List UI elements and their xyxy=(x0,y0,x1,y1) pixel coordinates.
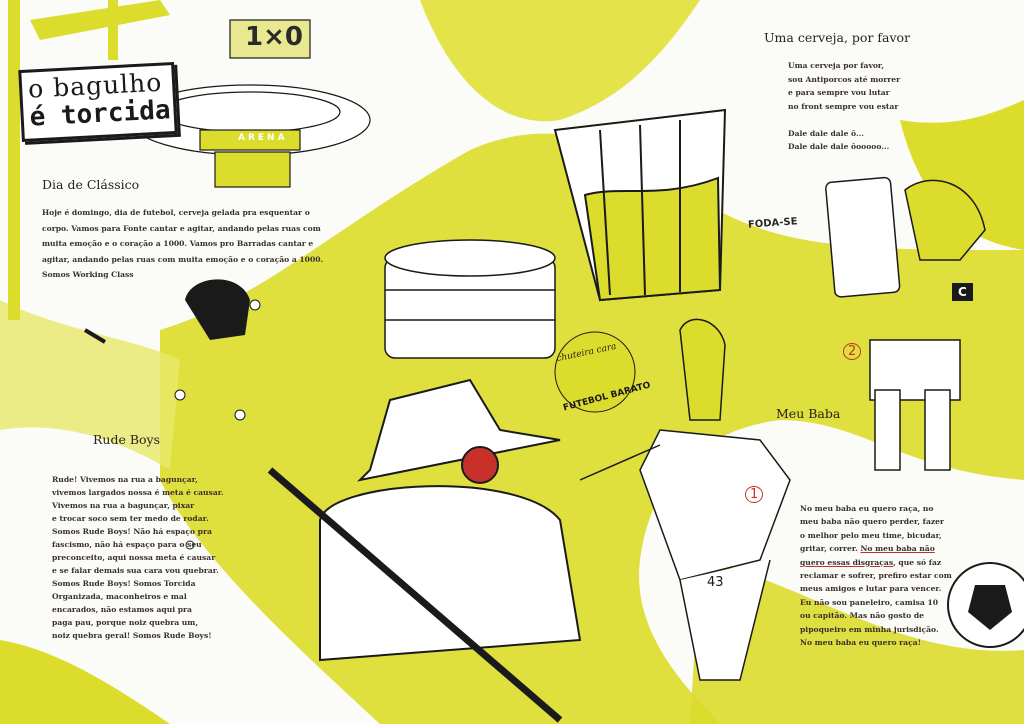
classico-line: corpo. Vamos para Fonte cantar e agitar,… xyxy=(42,223,321,233)
rude-line: encarados, não estamos aqui pra xyxy=(52,605,192,614)
baba-line: pipoqueiro em minha jurisdição. xyxy=(800,624,939,634)
baba-line: Eu não sou paneleiro, camisa 10 xyxy=(800,597,939,607)
panel-number-2: 2 xyxy=(843,343,862,360)
soccer-ball-drawing xyxy=(947,562,1024,648)
classico-line: Hoje é domingo, dia de futebol, cerveja … xyxy=(42,208,310,217)
rude-line: Organizada, maconheiros e mal xyxy=(52,592,187,601)
cerveja-chorus: Dale dale dale ô... xyxy=(788,128,864,138)
classico-body: Hoje é domingo, dia de futebol, cerveja … xyxy=(42,205,323,283)
baba-line: quero essas disgraças, que só faz xyxy=(800,556,952,569)
baba-line: reclamar e sofrer, prefiro estar com xyxy=(800,571,952,581)
yellow-blob-left xyxy=(0,300,180,470)
baba-line-text: , que só faz xyxy=(893,557,942,567)
beer-glass-drawing xyxy=(553,108,727,302)
rude-title: Rude Boys xyxy=(93,432,161,447)
scoreboard: 1×0 xyxy=(245,22,303,52)
baba-line: No meu baba eu quero raça! xyxy=(800,638,921,648)
baba-line-text: gritar, correr. xyxy=(800,544,861,554)
cerveja-line: e para sempre vou lutar xyxy=(788,88,890,97)
cerveja-title: Uma cerveja, por favor xyxy=(764,30,911,45)
rude-line: paga pau, porque noiz quebra um, xyxy=(52,618,198,627)
yellow-stripe-left xyxy=(8,0,20,320)
baba-line: No meu baba eu quero raça, no xyxy=(800,504,934,513)
yellow-bottom-left xyxy=(0,640,170,724)
yellow-band-top xyxy=(420,0,700,122)
rude-body: Rude! Vivemos na rua a bagunçar, vivemos… xyxy=(52,473,224,642)
baba-line: ou capitão. Mas não gosto de xyxy=(800,611,925,621)
yellow-bottom-right xyxy=(690,560,1024,724)
rude-line: Somos Rude Boys! Não há espaço pra xyxy=(52,527,212,536)
classico-line: Somos Working Class xyxy=(42,270,134,279)
classico-line: agitar, andando pelas ruas com muita emo… xyxy=(42,254,324,264)
cerveja-line: Uma cerveja por favor, xyxy=(788,61,885,70)
yellow-band-right xyxy=(900,100,1024,250)
rude-line: noiz quebra geral! Somos Rude Boys! xyxy=(52,631,212,640)
rude-line: preconceito, aqui nossa meta é causar xyxy=(52,553,216,562)
baba-title: Meu Baba xyxy=(776,406,841,421)
footballer-drawing xyxy=(579,318,791,681)
hat-man-drawing xyxy=(267,378,582,723)
rude-line: Rude! Vivemos na rua a bagunçar, xyxy=(52,475,198,484)
fan-drawing xyxy=(825,176,986,471)
baba-underlined: No meu baba não xyxy=(860,544,935,554)
cerveja-body: Uma cerveja por favor, sou Antiporcos at… xyxy=(788,59,900,154)
baba-line: o melhor pelo meu time, bicudar, xyxy=(800,530,942,540)
drum-drawing xyxy=(384,239,556,359)
badge-circle xyxy=(554,331,636,413)
logo-speech-bubble: o bagulho é torcida xyxy=(18,61,178,143)
cerveja-line: no front sempre vou estar xyxy=(788,101,899,111)
baba-underlined: quero essas disgraças xyxy=(800,557,894,567)
baba-line: meus amigos e lutar para vencer. xyxy=(800,584,942,594)
baba-line: gritar, correr. No meu baba não xyxy=(800,542,952,555)
classico-line: muita emoção e o coração a 1000. Vamos p… xyxy=(42,239,314,248)
shirt-number: 43 xyxy=(707,575,724,590)
baba-body: No meu baba eu quero raça, no meu baba n… xyxy=(800,502,952,649)
stadium-drawing xyxy=(129,19,371,188)
rude-line: e trocar soco sem ter medo de rodar. xyxy=(52,514,209,523)
rude-line: e se falar demais sua cara vou quebrar. xyxy=(52,566,219,575)
cerveja-line: sou Antiporcos até morrer xyxy=(788,74,901,84)
cerveja-chorus: Dale dale dale ôooooo... xyxy=(788,142,890,151)
rude-line: fascismo, não há espaço para o seu xyxy=(52,540,202,549)
arena-sign: ARENA xyxy=(238,133,288,143)
panel-number-1: 1 xyxy=(745,486,764,503)
captain-armband: C xyxy=(952,283,973,301)
classico-title: Dia de Clássico xyxy=(42,177,140,192)
logo-line2: é torcida xyxy=(28,95,172,133)
rude-line: Vivemos na rua a bagunçar, pixar xyxy=(52,501,195,510)
rude-line: Somos Rude Boys! Somos Torcida xyxy=(52,579,196,588)
baba-line: meu baba não quero perder, fazer xyxy=(800,517,945,527)
rude-line: vivemos largados nossa é meta é causar. xyxy=(52,488,224,497)
skull-drawing xyxy=(185,279,250,340)
